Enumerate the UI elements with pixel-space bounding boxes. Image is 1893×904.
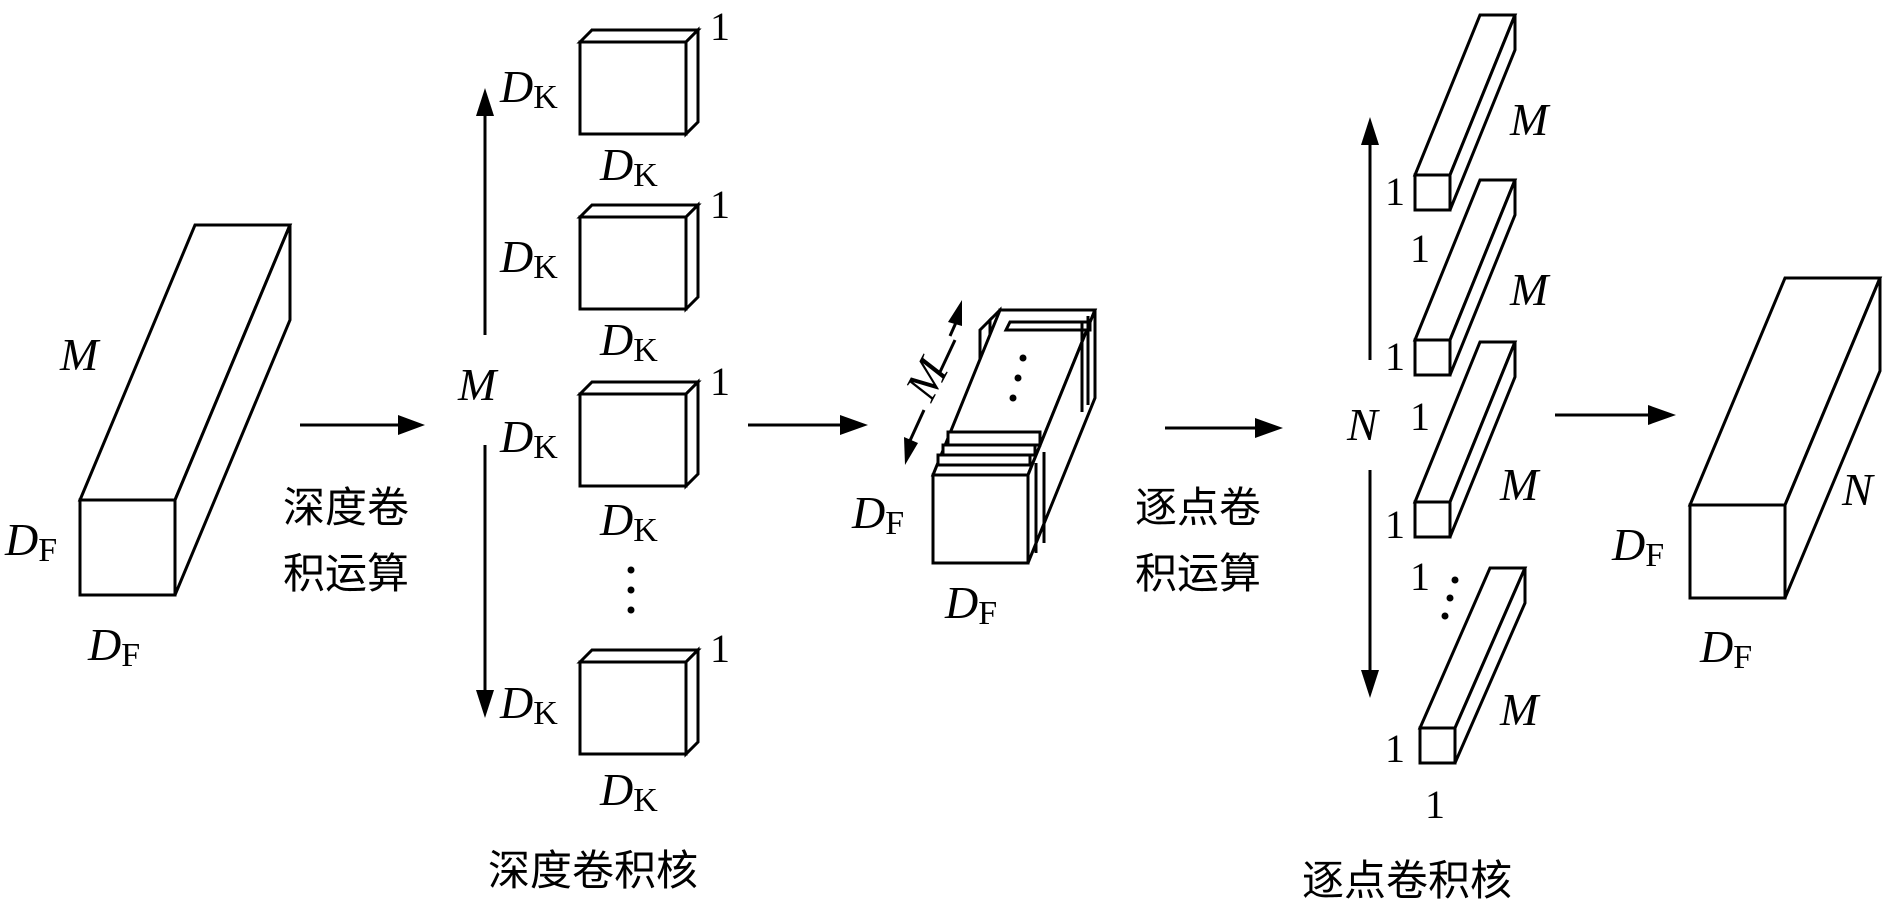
pointwise-op-label-line2: 积运算	[1135, 549, 1261, 598]
pw-kernel-1-width-label: 1	[1410, 226, 1430, 271]
pointwise-kernel-3	[1412, 340, 1518, 539]
kernel-1-height-label: DK	[499, 61, 558, 116]
kernel-1-depth-label: 1	[710, 4, 730, 49]
depthwise-kernel-ellipsis	[627, 566, 635, 614]
output-depth-label: N	[1841, 464, 1875, 515]
pointwise-kernel-1	[1412, 13, 1518, 212]
pw-kernel-4-depth-label: M	[1499, 684, 1541, 735]
kernel-2-width-label: DK	[599, 314, 658, 369]
intermediate-depth-arrow	[904, 300, 962, 465]
pointwise-count-arrow-down	[1361, 470, 1379, 698]
kernel-2-depth-label: 1	[710, 182, 730, 227]
kernel-4-height-label: DK	[499, 677, 558, 732]
input-depth-label: M	[59, 329, 101, 380]
arrow-to-depthwise	[300, 415, 425, 435]
pw-kernel-2-depth-label: M	[1509, 264, 1551, 315]
pointwise-kernel-2	[1412, 178, 1518, 377]
arrow-to-output	[1555, 405, 1676, 425]
pointwise-count-label: N	[1346, 399, 1380, 450]
intermediate-ellipsis	[1009, 354, 1027, 402]
pw-kernel-3-height-label: 1	[1385, 502, 1405, 547]
pointwise-op-label-line1: 逐点卷	[1135, 483, 1261, 532]
depthwise-kernel-1	[576, 26, 702, 138]
pointwise-kernels-caption: 逐点卷积核	[1302, 856, 1512, 904]
intermediate-width-label: DF	[944, 577, 997, 632]
pw-kernel-4-height-label: 1	[1385, 726, 1405, 771]
kernel-3-height-label: DK	[499, 411, 558, 466]
depthwise-count-arrow-up	[476, 88, 494, 335]
output-width-label: DF	[1699, 621, 1752, 676]
depthwise-op-label-line2: 积运算	[283, 549, 409, 598]
pointwise-count-arrow-up	[1361, 117, 1379, 360]
kernel-2-height-label: DK	[499, 231, 558, 286]
depthwise-kernels-caption: 深度卷积核	[488, 846, 698, 895]
arrow-to-intermediate	[748, 415, 868, 435]
input-width-label: DF	[87, 619, 140, 674]
kernel-4-width-label: DK	[599, 764, 658, 819]
pw-kernel-2-width-label: 1	[1410, 394, 1430, 439]
pw-kernel-1-depth-label: M	[1509, 94, 1551, 145]
kernel-1-width-label: DK	[599, 139, 658, 194]
output-height-label: DF	[1611, 519, 1664, 574]
input-height-label: DF	[4, 514, 57, 569]
depthwise-count-arrow-down	[476, 445, 494, 718]
arrow-to-pointwise	[1165, 418, 1283, 438]
depthwise-kernel-3	[576, 378, 702, 490]
pw-kernel-4-width-label: 1	[1425, 782, 1445, 827]
depthwise-kernel-4	[576, 646, 702, 758]
pointwise-kernel-4	[1417, 566, 1528, 765]
kernel-3-width-label: DK	[599, 494, 658, 549]
pw-kernel-3-width-label: 1	[1410, 554, 1430, 599]
pw-kernel-1-height-label: 1	[1385, 169, 1405, 214]
pointwise-kernel-ellipsis	[1441, 576, 1459, 620]
depthwise-op-label-line1: 深度卷	[283, 483, 409, 532]
intermediate-feature-map	[930, 306, 1098, 565]
depthwise-count-label: M	[457, 359, 499, 410]
intermediate-depth-label: M	[895, 348, 960, 409]
depthwise-kernel-2	[576, 201, 702, 313]
kernel-3-depth-label: 1	[710, 359, 730, 404]
input-feature-map	[77, 223, 293, 597]
pw-kernel-3-depth-label: M	[1499, 459, 1541, 510]
kernel-4-depth-label: 1	[710, 626, 730, 671]
output-feature-map	[1687, 276, 1883, 600]
pw-kernel-2-height-label: 1	[1385, 334, 1405, 379]
intermediate-height-label: DF	[851, 487, 904, 542]
